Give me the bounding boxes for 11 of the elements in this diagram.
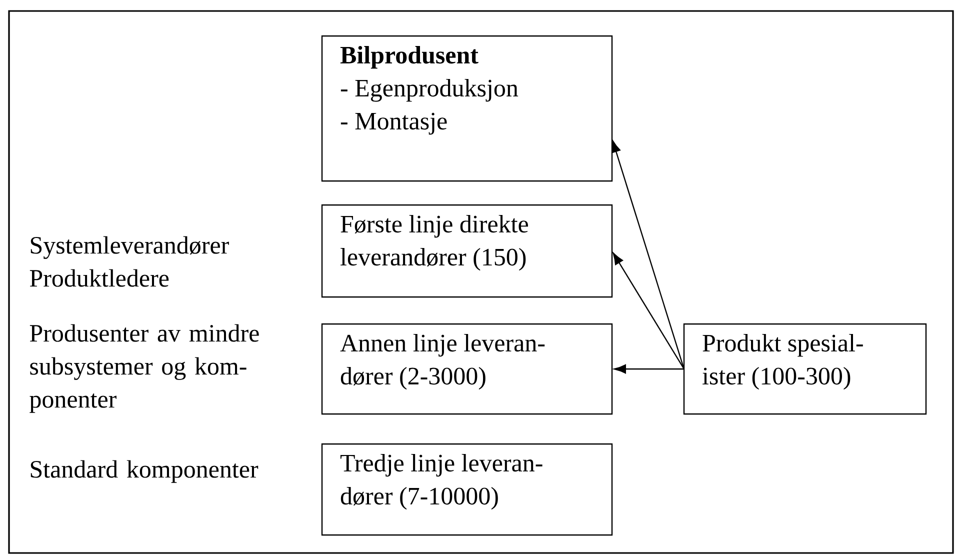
arrow: [612, 140, 685, 370]
text-box: Bilprodusent - Egenproduksjon - Montasje: [321, 35, 613, 182]
text-box: Tredje linje leveran- dører (7-10000): [321, 443, 613, 536]
text-box: Annen linje leveran- dører (2-3000): [321, 323, 613, 415]
text-box: Produkt spesial- ister (100-300): [683, 323, 927, 415]
arrow: [612, 252, 685, 370]
row-label: Systemleverandører Produktledere: [30, 236, 229, 287]
row-label: Produsenter av mindre subsystemer og kom- ponenter: [30, 324, 259, 413]
text-box: Første linje direkte leverandører (150): [321, 204, 613, 298]
row-label: Standard komponenter: [30, 460, 258, 483]
arrow: [614, 364, 684, 374]
